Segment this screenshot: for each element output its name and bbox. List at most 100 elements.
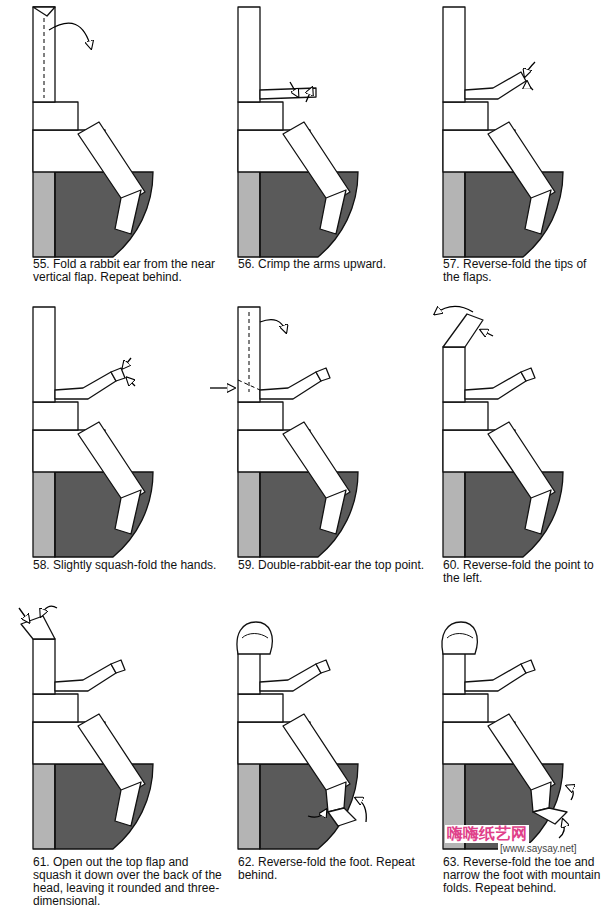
arm <box>55 372 116 399</box>
foot <box>326 782 346 812</box>
fold-arrow <box>435 306 473 314</box>
torso <box>33 402 78 430</box>
thigh <box>283 422 350 504</box>
step-caption: 55. Fold a rabbit ear from the near vert… <box>33 258 225 284</box>
neck-flap <box>443 7 465 102</box>
arm <box>55 664 116 691</box>
neck-flap <box>238 7 260 102</box>
step-caption: 56. Crimp the arms upward. <box>238 258 430 271</box>
fold-arrow <box>567 786 573 800</box>
hand <box>521 660 535 673</box>
arm <box>465 72 526 99</box>
step-caption: 59. Double-rabbit-ear the top point. <box>238 559 430 572</box>
head <box>442 622 477 654</box>
step-figure <box>435 306 563 557</box>
step-caption: 58. Slightly squash-fold the hands. <box>33 559 225 572</box>
step-figure <box>33 307 153 557</box>
foot <box>115 782 141 826</box>
torso <box>33 694 78 722</box>
foot-tip <box>328 808 356 826</box>
fold-arrow <box>559 820 564 838</box>
hand <box>111 368 125 381</box>
thigh <box>488 714 555 796</box>
fold-arrow <box>308 810 326 817</box>
hand <box>521 368 535 381</box>
flap-tip <box>33 7 55 16</box>
step-caption: 63. Reverse-fold the toe and narrow the … <box>443 856 605 895</box>
hand <box>316 660 330 673</box>
neck-flap <box>33 639 55 694</box>
fold-arrow <box>41 606 57 616</box>
fold-edge <box>54 764 55 849</box>
head-crease <box>242 634 268 639</box>
neck-flap <box>238 307 260 402</box>
foot <box>531 782 551 812</box>
step-figure <box>237 622 366 849</box>
fold-edge <box>259 764 260 849</box>
thigh <box>283 122 350 204</box>
head <box>237 622 272 654</box>
torso <box>238 402 283 430</box>
fold-edge <box>259 172 260 257</box>
torso <box>443 102 488 130</box>
torso <box>443 694 488 722</box>
push-arrow <box>210 387 234 388</box>
thigh <box>78 422 145 504</box>
torso <box>238 694 283 722</box>
top-point <box>443 314 483 347</box>
neck-flap <box>443 652 465 694</box>
step-figure <box>210 307 358 557</box>
foot <box>525 190 551 234</box>
fold-edge <box>464 472 465 557</box>
fold-arrow <box>49 23 91 48</box>
step-figure <box>443 7 563 257</box>
neck-flap <box>238 652 260 694</box>
thigh <box>488 422 555 504</box>
fold-arrow <box>527 82 533 90</box>
fold-arrow <box>290 82 298 96</box>
step-caption: 62. Reverse-fold the foot. Repeat behind… <box>238 856 430 882</box>
fold-edge <box>259 472 260 557</box>
arm <box>465 372 526 399</box>
fold-arrow <box>260 320 286 332</box>
arm <box>465 664 526 691</box>
foot-tip <box>533 808 567 824</box>
fold-arrow <box>356 798 366 822</box>
step-figure <box>33 7 153 257</box>
watermark: 嗨嗨纸艺网 <box>445 825 529 843</box>
fold-arrow <box>306 88 312 102</box>
hand <box>111 660 125 673</box>
foot <box>320 490 346 534</box>
fold-edge <box>54 472 55 557</box>
fold-arrow <box>525 62 535 76</box>
torso <box>33 102 78 130</box>
step-figure <box>442 622 573 849</box>
vertical-flap <box>33 7 55 102</box>
step-caption: 60. Reverse-fold the point to the left. <box>443 559 605 585</box>
thigh <box>283 714 350 796</box>
fold-edge <box>54 172 55 257</box>
fold-edge <box>464 172 465 257</box>
step-figure <box>238 7 358 257</box>
head-crease <box>447 634 473 639</box>
watermark-url: [www.saysay.net] <box>498 843 579 854</box>
neck-flap <box>33 307 55 402</box>
arm <box>260 664 321 691</box>
fold-arrow <box>123 358 131 368</box>
thigh <box>488 122 555 204</box>
fold-line <box>249 312 250 392</box>
step-caption: 57. Reverse-fold the tips of the flaps. <box>443 258 605 284</box>
neck-flap <box>443 347 465 402</box>
foot <box>115 190 141 234</box>
push-arrow <box>481 330 493 336</box>
hand <box>316 368 330 381</box>
arm <box>260 372 321 399</box>
step-figure <box>19 606 153 849</box>
thigh <box>78 714 145 796</box>
foot <box>320 190 346 234</box>
fold-arrow <box>127 378 135 386</box>
step-caption: 61. Open out the top flap and squash it … <box>33 856 225 908</box>
foot <box>115 490 141 534</box>
thigh <box>78 122 145 204</box>
